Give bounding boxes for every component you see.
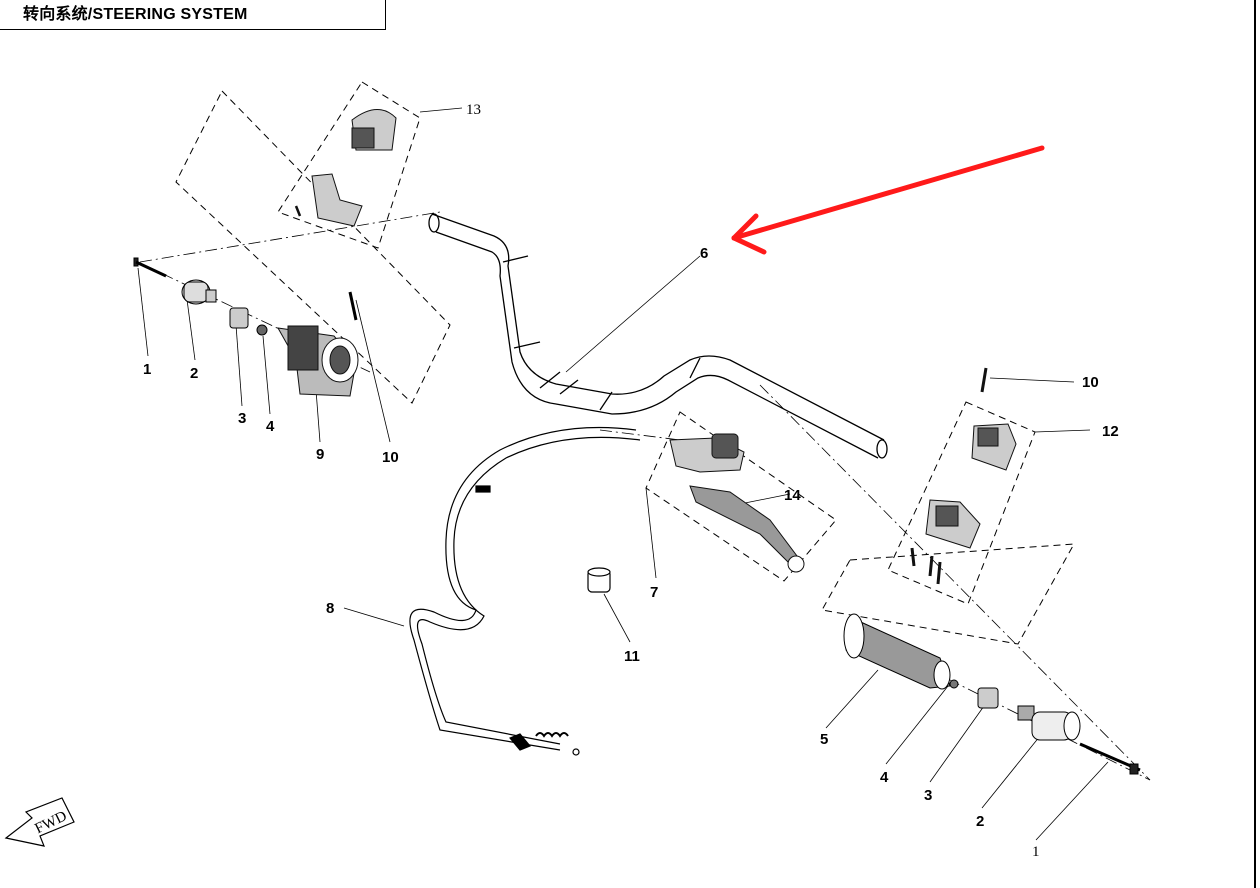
callout-4-right: 4 [880, 769, 889, 786]
callout-9: 9 [316, 446, 324, 463]
callout-4-left: 4 [266, 418, 275, 435]
axis-lever [599, 429, 681, 441]
clutch-cable [409, 426, 641, 756]
callout-1-left: 1 [143, 361, 151, 378]
collar-11 [587, 567, 611, 593]
fwd-arrow: FWD [4, 797, 75, 847]
callout-10-right: 10 [1082, 374, 1099, 391]
right-grip-parts [843, 613, 1141, 775]
group-box-7-14 [645, 411, 837, 582]
callout-10-left: 10 [382, 449, 399, 466]
callout-2-right: 2 [976, 813, 984, 830]
callout-5: 5 [820, 731, 828, 748]
page-title: 转向系统/STEERING SYSTEM [23, 6, 248, 23]
left-switch-parts [133, 109, 397, 397]
callout-13: 13 [466, 102, 481, 118]
callout-14: 14 [784, 487, 801, 504]
group-box-12 [887, 401, 1036, 605]
callout-8: 8 [326, 600, 334, 617]
red-pointer-arrow [731, 145, 1045, 255]
callout-11: 11 [624, 648, 640, 665]
group-box-13 [277, 81, 421, 249]
callout-3-right: 3 [924, 787, 932, 804]
title-box: 转向系统/STEERING SYSTEM [0, 0, 386, 30]
callout-12: 12 [1102, 423, 1119, 440]
callout-7: 7 [650, 584, 658, 601]
brake-lever-assembly [669, 433, 805, 573]
callout-6: 6 [700, 245, 708, 262]
group-box-right-grip [821, 543, 1075, 645]
callout-1-right: 1 [1032, 844, 1040, 860]
axis-left [139, 211, 441, 263]
page-border-right [1254, 0, 1256, 888]
handlebar [428, 213, 888, 459]
callout-3-left: 3 [238, 410, 246, 427]
axis-right [759, 384, 1151, 781]
callout-2-left: 2 [190, 365, 198, 382]
right-switch-parts [910, 367, 1017, 585]
axis-left-parts [141, 263, 371, 373]
